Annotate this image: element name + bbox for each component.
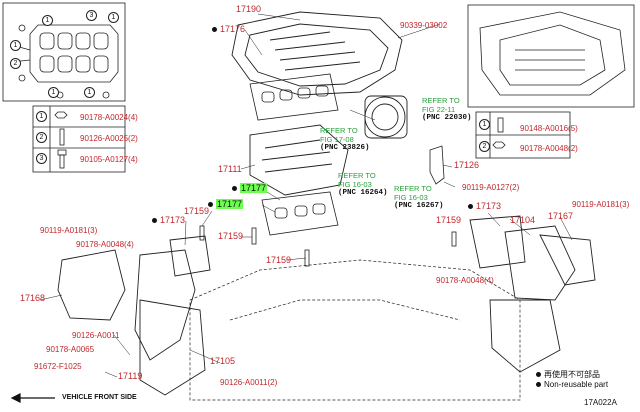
manifold-gasket-upper — [249, 73, 339, 121]
vehicle-front-label: VEHICLE FRONT SIDE — [62, 394, 137, 401]
lower-intake-manifold — [249, 124, 349, 196]
part-90126-a0011-2[interactable]: 90126-A0011(2) — [220, 378, 278, 387]
right-legend-part-2: 90178-A0048(2) — [520, 144, 578, 153]
refer-pnc: (PNC 22030) — [422, 114, 472, 122]
non-reusable-dot — [212, 27, 217, 33]
part-17105[interactable]: 17105 — [210, 356, 236, 366]
part-17168[interactable]: 17168 — [20, 293, 46, 303]
engine-block-outline — [189, 259, 521, 401]
non-reusable-dot — [232, 186, 237, 192]
non-reusable-dot — [152, 218, 157, 224]
part-17176[interactable]: 17176 — [212, 25, 245, 34]
upper-intake-manifold — [231, 11, 403, 96]
refer-note-4[interactable]: REFER TO FIG 16-03 (PNC 16267) — [394, 184, 444, 210]
note-jp: 再使用不可部品 — [544, 370, 600, 379]
refer-pnc: (PNC 23826) — [320, 144, 370, 152]
non-reusable-dot — [536, 372, 541, 378]
non-reusable-dot — [208, 202, 213, 208]
refer-text: REFER TO FIG 16-03 — [338, 171, 376, 189]
part-90119-a0127[interactable]: 90119-A0127(2) — [462, 183, 520, 192]
non-reusable-legend: 再使用不可部品 Non-reusable part — [536, 370, 608, 390]
part-17126[interactable]: 17126 — [454, 160, 480, 170]
legend-index-1: 1 — [36, 111, 47, 122]
non-reusable-dot — [468, 204, 473, 210]
refer-pnc: (PNC 16267) — [394, 202, 444, 210]
legend-part-1: 90178-A0024(4) — [80, 113, 138, 122]
exhaust-gasket-center — [261, 191, 339, 236]
exhaust-manifold-right — [469, 215, 596, 373]
legend-part-2: 90126-A0025(2) — [80, 134, 138, 143]
part-17159-b[interactable]: 17159 — [218, 231, 244, 241]
legend-index-2: 2 — [36, 132, 47, 143]
part-90178-a0048-left[interactable]: 90178-A0048(4) — [76, 240, 134, 249]
refer-pnc: (PNC 16264) — [338, 189, 388, 197]
part-90119-a0181-left[interactable]: 90119-A0181(3) — [40, 226, 98, 235]
part-17119[interactable]: 17119 — [118, 371, 143, 381]
part-17104[interactable]: 17104 — [510, 215, 536, 225]
engine-inset-box — [467, 4, 635, 108]
part-17159-c[interactable]: 17159 — [266, 255, 292, 265]
right-legend-part-1: 90148-A0016(5) — [520, 124, 578, 133]
figure-code: 17A022A — [584, 398, 617, 407]
part-17159-d[interactable]: 17159 — [436, 215, 462, 225]
refer-text: REFER TO FIG 16-03 — [394, 184, 432, 202]
part-17167[interactable]: 17167 — [548, 211, 574, 221]
refer-note-3[interactable]: REFER TO FIG 16-03 (PNC 16264) — [338, 171, 388, 197]
right-legend-index-2: 2 — [479, 141, 490, 152]
part-17190[interactable]: 17190 — [236, 4, 262, 14]
refer-text: REFER TO FIG 22-11 — [422, 96, 460, 114]
refer-note-1[interactable]: REFER TO FIG 22-11 (PNC 22030) — [422, 96, 472, 122]
part-17159-a[interactable]: 17159 — [184, 206, 210, 216]
part-90178-a0048-right[interactable]: 90178-A0048(4) — [436, 276, 494, 285]
part-17177-a[interactable]: 17177 — [232, 183, 268, 193]
note-en: Non-reusable part — [544, 380, 609, 389]
exhaust-manifold-left — [57, 235, 211, 396]
part-91672-f1025[interactable]: 91672-F1025 — [34, 362, 82, 371]
part-17173-a[interactable]: 17173 — [152, 216, 185, 225]
refer-text: REFER TO FIG 17-08 — [320, 126, 358, 144]
part-90339-03002[interactable]: 90339-03002 — [400, 21, 448, 30]
bracket-17126 — [429, 145, 445, 185]
part-90178-a0065[interactable]: 90178-A0065 — [46, 345, 95, 354]
part-90126-a0011[interactable]: 90126-A0011 — [72, 331, 120, 340]
part-17177-b[interactable]: 17177 — [208, 199, 244, 209]
refer-note-2[interactable]: REFER TO FIG 17-08 (PNC 23826) — [320, 126, 370, 152]
right-legend-index-1: 1 — [479, 119, 490, 130]
legend-table-left — [32, 105, 126, 173]
vehicle-front-arrow — [10, 393, 55, 403]
non-reusable-dot — [536, 382, 541, 388]
throttle-body — [364, 95, 408, 139]
part-17173-b[interactable]: 17173 — [468, 202, 501, 211]
gasket-detail-box — [2, 2, 126, 102]
legend-index-3: 3 — [36, 153, 47, 164]
leader-lines — [39, 13, 573, 378]
part-90119-a0181-right[interactable]: 90119-A0181(3) — [572, 200, 630, 209]
studs — [199, 225, 457, 267]
legend-table-right — [475, 111, 571, 159]
legend-part-3: 90105-A0127(4) — [80, 155, 138, 164]
part-17111[interactable]: 17111 — [218, 164, 242, 174]
